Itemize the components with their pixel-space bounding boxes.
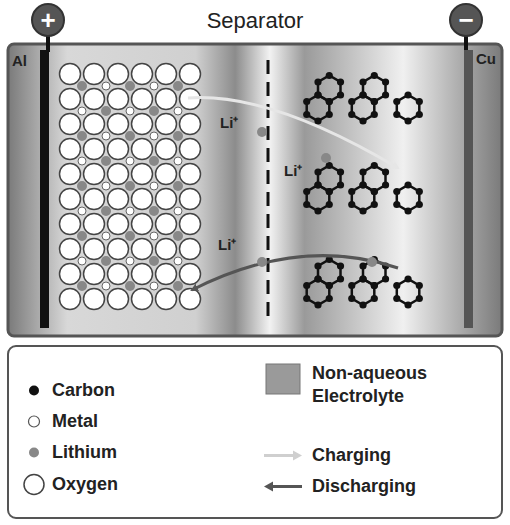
separator-label: Separator xyxy=(207,8,304,34)
legend-swatch xyxy=(29,416,40,427)
legend-swatch xyxy=(29,448,39,458)
terminal-circle: − xyxy=(449,3,483,37)
ion-label: Li⁺ xyxy=(220,112,238,132)
legend-text: Oxygen xyxy=(52,474,118,495)
legend-text: Carbon xyxy=(52,380,115,401)
legend-swatch xyxy=(24,475,44,495)
terminal-sign: + xyxy=(40,7,55,33)
legend-text: Discharging xyxy=(312,476,416,497)
ion-label: Li⁺ xyxy=(284,160,302,180)
collector-label: Al xyxy=(12,52,27,69)
legend-swatch xyxy=(29,386,39,396)
legend-text: Charging xyxy=(312,445,391,466)
legend-text: Lithium xyxy=(52,442,117,463)
legend-text: Metal xyxy=(52,411,98,432)
legend-swatch xyxy=(264,482,302,492)
ion-label: Li⁺ xyxy=(218,234,236,254)
legend-swatch xyxy=(264,451,302,461)
collector-label: Cu xyxy=(476,50,496,67)
terminal-sign: − xyxy=(458,7,473,33)
terminal-circle: + xyxy=(31,3,65,37)
legend-swatch xyxy=(266,364,300,394)
legend-text: Non-aqueous Electrolyte xyxy=(312,362,452,407)
